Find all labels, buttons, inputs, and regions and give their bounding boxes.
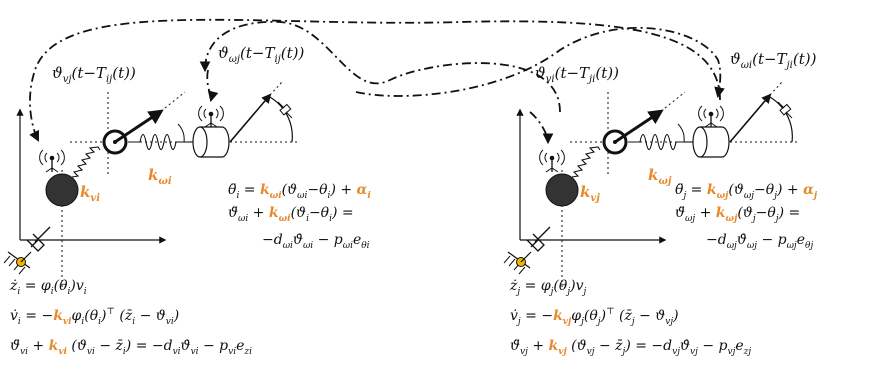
communication-links (29, 18, 725, 145)
right-gain-v: kvj (580, 183, 600, 204)
right-eq-vd: ϑ̈vj + kvj (ϑvj − z̄j) = −dvjϑ̇vj − pvje… (510, 338, 751, 357)
left-delay-w-label: ϑωj(t−Tij(t)) (218, 44, 304, 65)
left-eq-z: żi = φi(θi)vi (9, 278, 87, 297)
left-eq-theta: θ̈i = kωi(ϑωi−θi) + αi (228, 182, 371, 201)
right-delay-w-label: ϑωi(t−Tji(t)) (730, 50, 817, 71)
left-eq-vd: ϑ̈vi + kvi (ϑvi − z̄i) = −dviϑ̇vi − pvie… (10, 338, 252, 357)
right-eq-w1: ϑ̈ωj + kωj(ϑj−θj) = (675, 205, 800, 224)
left-delay-v-label: ϑvj(t−Tij(t)) (52, 64, 136, 85)
right-eq-z: żj = φj(θj)vj (509, 278, 586, 297)
right-eq-w2: −dωjϑ̇ωj − pωjeθj (706, 232, 813, 251)
right-eq-theta: θ̈j = kωj(ϑωj−θj) + αj (675, 182, 818, 201)
left-eq-w1: ϑ̈ωi + kωi(ϑi−θi) = (228, 205, 354, 224)
left-gain-w: kωi (148, 166, 172, 187)
left-eq-v: v̇i = −kviφi(θi)⊤ (z̄i − ϑvi) (10, 307, 179, 327)
right-gain-w: kωj (648, 166, 672, 187)
right-eq-v: v̇j = −kvjφj(θj)⊤ (z̄j − ϑvj) (510, 307, 679, 327)
left-gain-v: kvi (80, 183, 100, 204)
left-eq-w2: −dωiϑ̇ωi − pωieθi (262, 232, 370, 251)
right-delay-v-label: ϑvi(t−Tji(t)) (535, 64, 619, 85)
